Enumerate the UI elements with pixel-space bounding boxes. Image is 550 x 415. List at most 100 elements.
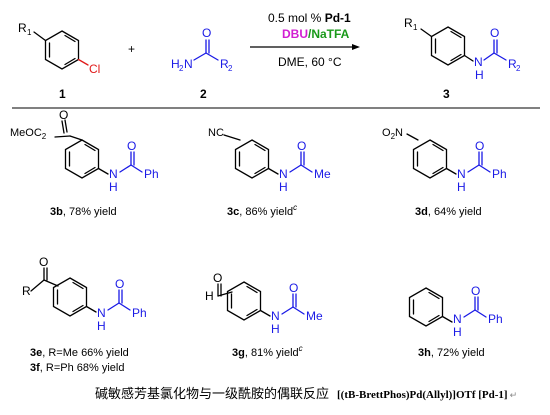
- ester-carbon: C: [34, 127, 42, 139]
- acyl-group-label: Me: [306, 309, 323, 323]
- compound-id-3f: 3f: [30, 362, 40, 374]
- yield-text-3b: , 78% yield: [63, 206, 117, 218]
- catalyst-name: Pd-1: [325, 11, 351, 25]
- acyl-group-label: Ph: [132, 306, 147, 320]
- ketone-o-label: O: [39, 255, 48, 269]
- compound-id-3b: 3b: [50, 206, 63, 218]
- return-mark: ↵: [509, 391, 518, 401]
- figure-caption: 碱敏感芳基氯化物与一级酰胺的偶联反应 [(tB-BrettPhos)Pd(Ally…: [95, 383, 517, 402]
- amide-n-label: N: [109, 167, 118, 181]
- base-additive: DBU/NaTFA: [282, 27, 350, 41]
- yield-label-3g: 3g, 81% yieldc: [232, 344, 303, 359]
- slash-label: /: [308, 27, 312, 41]
- amide-h-label: H: [97, 319, 106, 333]
- ester-prefix: MeO: [10, 127, 34, 139]
- chloro-label: Cl: [89, 62, 100, 76]
- amide-h-label: H: [453, 325, 462, 339]
- footnote-3c: c: [293, 203, 297, 212]
- yield-text-3h: , 72% yield: [431, 347, 485, 359]
- ester-subscript: 2: [42, 132, 47, 141]
- compound-number-3: 3: [443, 87, 450, 101]
- amide-n-label: N: [457, 167, 466, 181]
- nitrile-label: NC: [208, 127, 224, 139]
- product-o-label: O: [490, 26, 499, 40]
- amide-o-label: O: [115, 277, 124, 291]
- acyl-group-label: Ph: [144, 167, 159, 181]
- solvent-temperature: DME, 60 °C: [278, 55, 342, 69]
- amine-h-subscript: 2: [179, 64, 184, 73]
- acyl-group-label: Ph: [492, 167, 507, 181]
- amide-o-label: O: [475, 139, 484, 153]
- compound-id-3e: 3e: [30, 347, 42, 359]
- product-h-label: H: [475, 68, 484, 82]
- reactant-2: H 2 N O R 2 2: [171, 26, 233, 101]
- footnote-3g: c: [299, 344, 303, 353]
- amide-n-label: N: [453, 312, 462, 326]
- yield-label-3c: 3c, 86% yieldc: [227, 203, 297, 218]
- compound-id-3g: 3g: [232, 347, 245, 359]
- yield-label-3e: 3e, R=Me 66% yield: [30, 347, 129, 359]
- example-3d: O2N N H O Ph 3d, 64% yield: [382, 127, 507, 218]
- yield-label-3d: 3d, 64% yield: [415, 206, 482, 218]
- r2-subscript: 2: [228, 64, 233, 73]
- aldehyde-o-label: O: [213, 271, 222, 285]
- nitro-label: O2N: [382, 127, 403, 141]
- nitro-o: O: [382, 127, 391, 139]
- example-3g: O H N H O Me 3g, 81% yieldc: [205, 271, 323, 359]
- product-r1-subscript: 1: [413, 23, 418, 32]
- aldehyde-h-label: H: [205, 289, 214, 303]
- yield-text-3g: , 81% yield: [245, 347, 299, 359]
- yield-label-3b: 3b, 78% yield: [50, 206, 117, 218]
- reactant-1: R 1 Cl 1: [18, 21, 100, 101]
- carbonyl-o-label: O: [202, 26, 211, 40]
- nitro-n: N: [395, 127, 403, 139]
- caption-catalyst: [(tB-BrettPhos)Pd(Allyl)]OTf [Pd-1]: [337, 389, 508, 401]
- r1-label: R: [18, 21, 27, 35]
- amide-o-label: O: [127, 139, 136, 153]
- compound-id-3d: 3d: [415, 206, 428, 218]
- r1-subscript: 1: [27, 28, 32, 37]
- dbu-label: DBU: [282, 27, 308, 41]
- compound-number-2: 2: [200, 87, 207, 101]
- product-r1-label: R: [404, 16, 413, 30]
- ester-o-label: O: [59, 108, 68, 122]
- yield-text-3c: , 86% yield: [239, 206, 293, 218]
- compound-id-3h: 3h: [418, 347, 431, 359]
- example-3c: NC N H O Me 3c, 86% yieldc: [208, 127, 331, 218]
- amide-n-label: N: [279, 167, 288, 181]
- example-3h: N H O Ph 3h, 72% yield: [408, 284, 503, 359]
- acyl-group-label: Me: [314, 167, 331, 181]
- yield-text-3d: , 64% yield: [428, 206, 482, 218]
- example-3b: MeOC2 O N H O Ph 3b, 78% yield: [10, 108, 159, 218]
- product-r2-label: R: [508, 57, 517, 71]
- amide-o-label: O: [471, 284, 480, 298]
- amine-h-label: H: [171, 57, 180, 71]
- amide-o-label: O: [289, 281, 298, 295]
- nitro-subscript: 2: [391, 132, 396, 141]
- amide-n-label: N: [97, 306, 106, 320]
- product-3: R 1 N H O R 2 3: [404, 16, 521, 101]
- amide-n-label: N: [271, 309, 280, 323]
- amide-o-label: O: [297, 139, 306, 153]
- example-3e-3f: R O N H O Ph 3e, R=Me 66% yield 3f, R=Ph…: [22, 255, 147, 374]
- amide-h-label: H: [457, 180, 466, 194]
- yield-text-3e: , R=Me 66% yield: [42, 347, 129, 359]
- yield-label-3h: 3h, 72% yield: [418, 347, 485, 359]
- caption-chinese: 碱敏感芳基氯化物与一级酰胺的偶联反应: [95, 387, 330, 402]
- catalyst-loading-prefix: 0.5 mol %: [268, 11, 325, 25]
- compound-id-3c: 3c: [227, 206, 239, 218]
- r2-label: R: [220, 57, 229, 71]
- product-r2-subscript: 2: [516, 64, 521, 73]
- amide-h-label: H: [271, 322, 280, 336]
- acyl-group-label: Ph: [488, 312, 503, 326]
- ketone-r-label: R: [22, 284, 31, 298]
- amine-n-label: N: [184, 57, 193, 71]
- reaction-conditions: 0.5 mol % Pd-1 DBU/NaTFA DME, 60 °C: [250, 11, 360, 69]
- ester-label: MeOC2: [10, 127, 47, 141]
- yield-text-3f: , R=Ph 68% yield: [40, 362, 125, 374]
- compound-number-1: 1: [59, 87, 66, 101]
- amide-h-label: H: [109, 180, 118, 194]
- amide-h-label: H: [279, 180, 288, 194]
- natfa-label: NaTFA: [311, 27, 349, 41]
